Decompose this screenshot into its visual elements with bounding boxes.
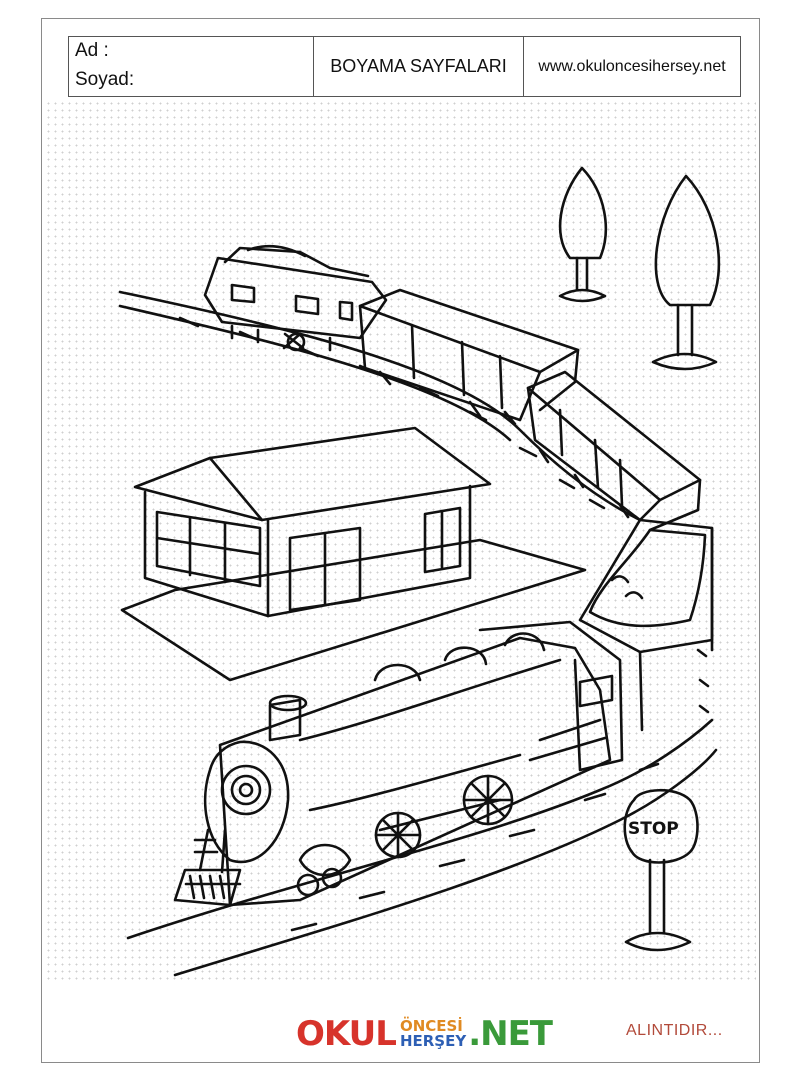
- source-note: ALINTIDIR...: [626, 1022, 723, 1039]
- header-table: Ad : Soyad: BOYAMA SAYFALARI www.okulonc…: [68, 36, 741, 97]
- tree-left: [560, 168, 606, 301]
- page-frame: [41, 18, 760, 1063]
- stop-sign-label: STOP: [628, 819, 679, 839]
- tree-right: [653, 176, 719, 369]
- logo-oncesi: ÖNCESİ: [399, 1017, 463, 1035]
- rails-front: [128, 720, 716, 975]
- site-logo: OKUL ÖNCESİ HERŞEY .NET: [296, 1005, 553, 1054]
- logo-middle: ÖNCESİ HERŞEY: [400, 1019, 466, 1049]
- logo-net: .NET: [468, 1014, 553, 1054]
- house: [122, 428, 585, 680]
- rails-back: [120, 292, 640, 520]
- coal-car: [580, 520, 712, 730]
- logo-hersey: HERŞEY: [399, 1032, 467, 1050]
- page-title: BOYAMA SAYFALARI: [314, 37, 524, 96]
- caboose: [205, 246, 386, 350]
- name-label: Ad :: [75, 40, 109, 61]
- steam-locomotive: [175, 622, 622, 905]
- website-label: www.okuloncesihersey.net: [538, 57, 726, 75]
- surname-label: Soyad:: [75, 69, 135, 90]
- name-cell: Ad : Soyad:: [69, 37, 314, 96]
- stop-sign: [625, 790, 698, 950]
- logo-okul: OKUL: [296, 1014, 397, 1054]
